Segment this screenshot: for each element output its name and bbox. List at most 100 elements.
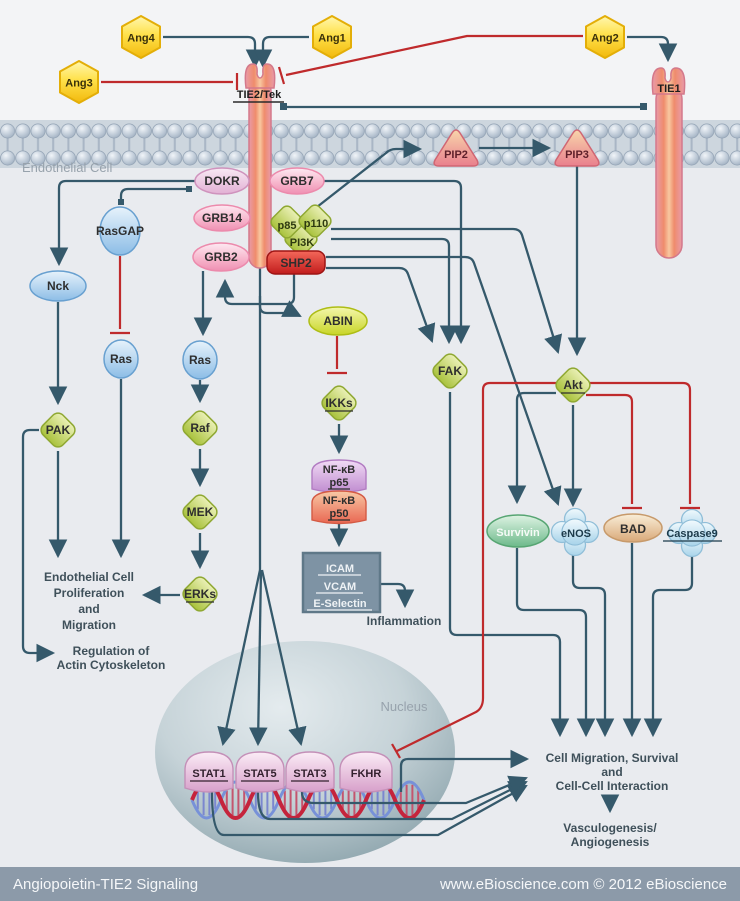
pip3-label: PIP3 [565, 149, 589, 161]
node-dokr: DOKR [194, 167, 250, 195]
connector [21, 428, 56, 663]
connector [119, 187, 190, 201]
node-ang2: Ang2 [585, 15, 625, 59]
stat3-label: STAT3 [293, 768, 326, 780]
icam-label: ICAM [326, 563, 354, 575]
connector [253, 35, 309, 69]
connector [507, 391, 556, 505]
footer-title: Angiopoietin-TIE2 Signaling [13, 875, 199, 893]
nucleus-label: Nucleus [381, 699, 428, 714]
connector [586, 393, 634, 504]
node-nfkb-p50: NF-κB p50 [311, 490, 367, 525]
nfkb-p65-title: NF-κB [323, 464, 355, 476]
node-shp2: SHP2 [266, 250, 326, 275]
pak-label: PAK [46, 423, 71, 437]
enos-label: eNOS [561, 528, 591, 540]
dokr-label: DOKR [204, 174, 240, 188]
node-grb7: GRB7 [269, 167, 325, 195]
connector [256, 780, 528, 821]
connector [331, 227, 563, 354]
connector [277, 66, 286, 85]
activation-connectors [21, 35, 694, 837]
fkhr-label: FKHR [351, 768, 382, 780]
nck-label: Nck [47, 279, 69, 293]
ang3-label: Ang3 [65, 78, 93, 90]
connector [326, 266, 436, 343]
p50-label: p50 [330, 508, 349, 520]
node-stat1: STAT1 [184, 751, 234, 793]
svg-text:Actin Cytoskeleton: Actin Cytoskeleton [57, 658, 166, 672]
ikks-label: IKKs [325, 396, 353, 410]
connector [163, 35, 265, 69]
node-abin: ABIN [308, 306, 368, 336]
caspase9-label: Caspase9 [666, 528, 717, 540]
connector [381, 582, 415, 609]
svg-text:Endothelial Cell: Endothelial Cell [44, 570, 134, 584]
node-survivin: Survivin [486, 514, 550, 548]
node-fak: FAK [432, 353, 468, 389]
ang1-label: Ang1 [318, 33, 346, 45]
connector [326, 255, 562, 506]
node-ras-right: Ras [182, 340, 218, 380]
receptor-tie1: TIE1 [651, 67, 686, 259]
erks-label: ERKs [184, 587, 216, 601]
node-fkhr: FKHR [339, 751, 393, 793]
ang4-label: Ang4 [127, 33, 155, 45]
connector [217, 569, 262, 747]
connector [643, 554, 694, 738]
node-mek: MEK [182, 494, 218, 530]
svg-text:Vasculogenesis/: Vasculogenesis/ [563, 821, 657, 835]
node-rasgap: RasGAP [96, 206, 144, 256]
svg-text:Migration: Migration [62, 618, 116, 632]
connector [331, 237, 459, 345]
svg-text:Angiogenesis: Angiogenesis [571, 835, 650, 849]
outcome-inflammation: Inflammation [367, 614, 442, 628]
transcription-factors: STAT1 STAT5 STAT3 FKHR [184, 751, 393, 793]
node-caspase9: Caspase9 [666, 508, 718, 558]
connector [627, 35, 678, 63]
pi3k-label: PI3K [290, 237, 315, 249]
tie1-label: TIE1 [657, 83, 680, 95]
outcome-vasculogenesis: Vasculogenesis/ Angiogenesis [563, 821, 657, 849]
rasgap-label: RasGAP [96, 224, 144, 238]
receptor-tie2: TIE2/Tek [233, 63, 284, 269]
grb7-label: GRB7 [280, 174, 314, 188]
footer-credit: www.eBioscience.com © 2012 eBioscience [439, 875, 727, 893]
footer-bar: Angiopoietin-TIE2 Signaling www.eBioscie… [0, 867, 740, 901]
node-pi3k-complex: p85 p110 PI3K [270, 204, 332, 256]
node-pip2: PIP2 [433, 129, 479, 167]
connector [210, 784, 528, 837]
bad-label: BAD [620, 522, 646, 536]
survivin-label: Survivin [496, 527, 540, 539]
connector [515, 548, 596, 738]
svg-text:and: and [601, 765, 622, 779]
connector [640, 103, 647, 110]
connector [396, 381, 692, 752]
label-underlines [186, 392, 722, 782]
cell-label: Endothelial Cell [22, 160, 112, 175]
node-grb14: GRB14 [193, 204, 251, 232]
p65-label: p65 [330, 477, 349, 489]
connector [49, 179, 196, 267]
node-nck: Nck [29, 270, 87, 302]
ligands: Ang4 Ang1 Ang2 Ang3 [59, 15, 625, 104]
connector [316, 139, 423, 208]
node-ang1: Ang1 [312, 15, 352, 59]
node-ras-left: Ras [103, 339, 139, 379]
fak-label: FAK [438, 364, 462, 378]
stat1-label: STAT1 [192, 768, 225, 780]
connector [571, 553, 615, 738]
vcam-label: VCAM [324, 581, 356, 593]
pip2-label: PIP2 [444, 149, 468, 161]
adhesion-box: ICAM VCAM E-Selectin [301, 551, 382, 614]
ras-left-label: Ras [110, 352, 132, 366]
stat5-label: STAT5 [243, 768, 276, 780]
connector [448, 392, 570, 738]
outcome-proliferation: Endothelial Cell Proliferation and Migra… [44, 570, 134, 632]
svg-text:Cell-Cell Interaction: Cell-Cell Interaction [556, 779, 669, 793]
outcome-migration: Cell Migration, Survival and Cell-Cell I… [546, 751, 679, 793]
connector [260, 569, 307, 747]
node-pip3: PIP3 [554, 129, 600, 167]
connector [300, 775, 528, 805]
